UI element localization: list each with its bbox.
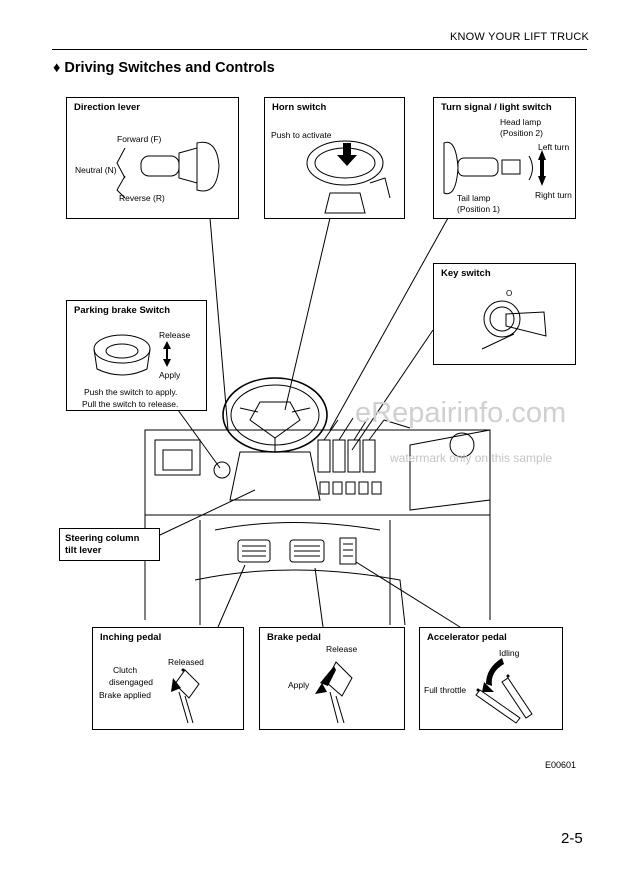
head-lamp-label: Head lamp [500,117,542,127]
parking-brake-title: Parking brake Switch [74,305,171,316]
inching-pedal-callout: Inching pedal Released Clutch disengaged… [92,627,244,730]
accelerator-pedal-drawing [475,658,533,724]
steering-tilt-line1: Steering column [65,533,140,544]
turn-signal-callout: Turn signal / light switch Head lamp (Po… [433,97,576,219]
brake-pedal-title: Brake pedal [267,632,321,643]
accelerator-pedal-title: Accelerator pedal [427,632,507,643]
horn-push-label: Push to activate [271,130,332,140]
turn-signal-title: Turn signal / light switch [441,102,552,113]
key-switch-callout: Key switch O [433,263,576,365]
steering-tilt-callout: Steering column tilt lever [59,528,160,561]
tail-lamp-label: Tail lamp [457,193,491,203]
push-note: Push the switch to apply. [84,387,178,397]
header-rule [52,49,587,50]
direction-lever-callout: Direction lever Forward (F) Neutral (N) … [66,97,239,219]
direction-lever-title: Direction lever [74,102,140,113]
watermark-main: eRepairinfo.com [355,397,567,429]
pull-note: Pull the switch to release. [82,399,179,409]
reverse-label: Reverse (R) [119,193,165,203]
forward-label: Forward (F) [117,134,162,144]
horn-drawing [306,140,391,214]
right-turn-label: Right turn [535,190,572,200]
watermark-sub: watermark only on this sample [390,451,553,465]
key-switch-title: Key switch [441,268,491,279]
page-number: 2-5 [561,830,583,847]
brake-applied-label: Brake applied [99,690,151,700]
release-label: Release [159,330,191,340]
brake-pedal-callout: Brake pedal Release Apply [259,627,405,730]
idling-label: Idling [499,648,520,658]
horn-switch-callout: Horn switch Push to activate [264,97,405,219]
released-label: Released [168,657,204,667]
position-1-label: (Position 1) [457,204,500,214]
key-switch-drawing: O [481,289,547,350]
position-2-label: (Position 2) [500,128,543,138]
brake-pedal-drawing [315,661,353,724]
disengaged-label: disengaged [109,677,153,687]
steering-tilt-line2: tilt lever [65,545,102,556]
brake-apply-label: Apply [288,680,310,690]
parking-brake-drawing [93,334,171,376]
figure-code: E00601 [545,760,577,770]
left-turn-label: Left turn [538,142,570,152]
accelerator-pedal-callout: Accelerator pedal Idling Full throttle [419,627,563,730]
horn-switch-title: Horn switch [272,102,327,113]
turn-signal-drawing [443,141,546,195]
full-throttle-label: Full throttle [424,685,467,695]
inching-pedal-title: Inching pedal [100,632,162,643]
brake-release-label: Release [326,644,358,654]
neutral-label: Neutral (N) [75,165,117,175]
clutch-label: Clutch [113,665,138,675]
page-title: ♦ Driving Switches and Controls [53,60,275,76]
direction-lever-drawing [116,141,220,199]
parking-brake-callout: Parking brake Switch Release Apply Push … [66,300,207,411]
svg-text:O: O [506,289,512,298]
apply-label: Apply [159,370,181,380]
section-header: KNOW YOUR LIFT TRUCK [450,31,590,43]
inching-pedal-drawing [171,668,200,724]
